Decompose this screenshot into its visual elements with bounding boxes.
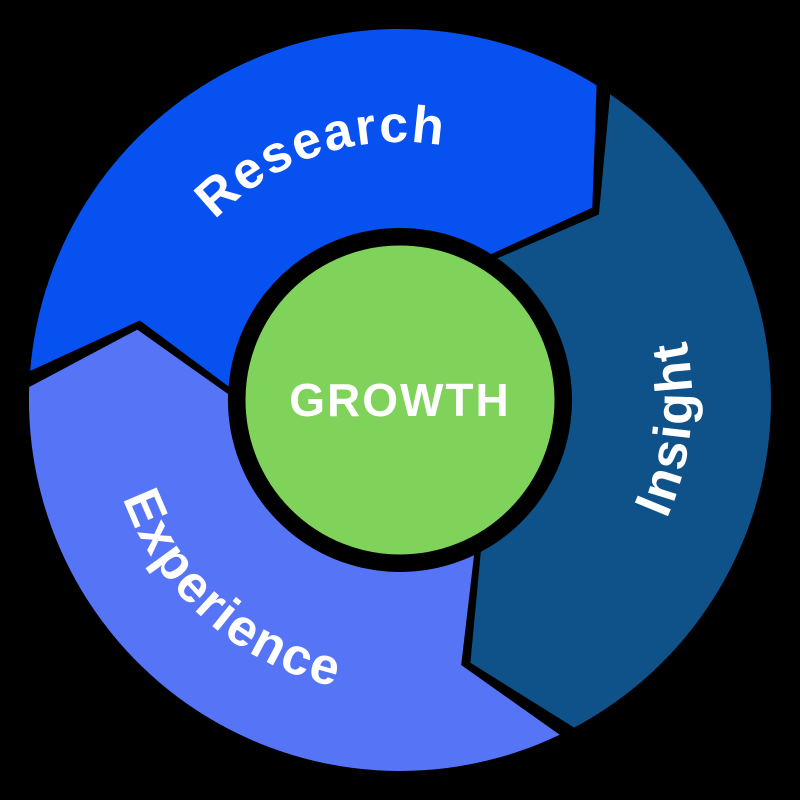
segment-insight	[470, 94, 771, 728]
segment-research	[30, 28, 597, 387]
segment-experience	[28, 329, 560, 771]
center-label: GROWTH	[289, 374, 511, 426]
center-circle	[238, 238, 562, 562]
